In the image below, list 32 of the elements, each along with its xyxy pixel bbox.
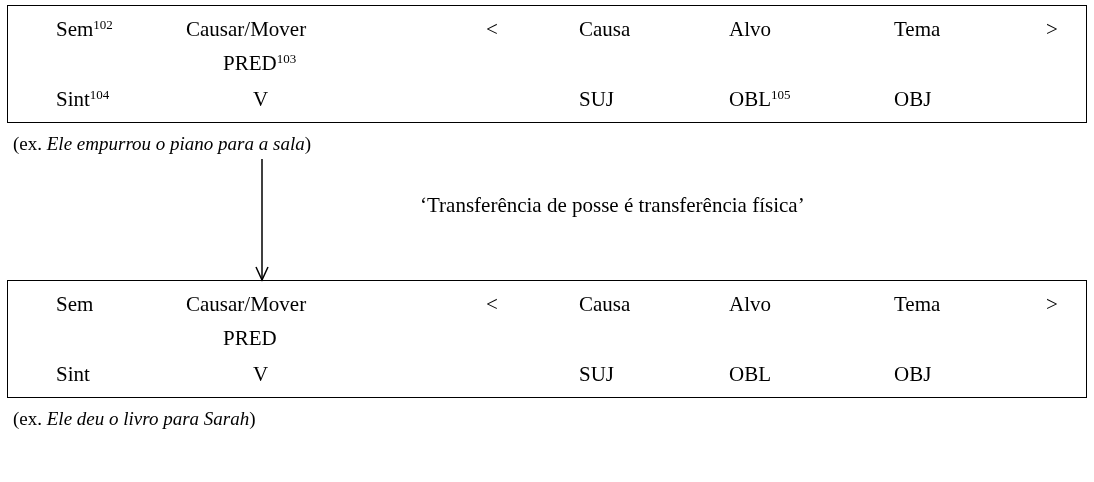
function-label: OBJ bbox=[894, 87, 932, 111]
example-caption: (ex. Ele empurrou o piano para a sala) bbox=[13, 133, 311, 155]
category-label: PRED bbox=[223, 326, 277, 350]
category-label: V bbox=[253, 87, 269, 111]
function-label: OBJ bbox=[894, 362, 932, 386]
role-label: Causa bbox=[579, 292, 631, 316]
role-label: Alvo bbox=[729, 17, 771, 41]
function-label: SUJ bbox=[579, 87, 615, 111]
function-label: SUJ bbox=[579, 362, 615, 386]
example-caption: (ex. Ele deu o livro para Sarah) bbox=[13, 408, 256, 430]
construction-box bbox=[7, 5, 1087, 123]
category-label: PRED$^{103}$ bbox=[223, 51, 297, 75]
function-label: OBL bbox=[729, 362, 771, 386]
bracket-mark: > bbox=[1046, 292, 1058, 316]
bracket-mark: > bbox=[1046, 17, 1058, 41]
level-label: Sint bbox=[56, 362, 90, 386]
function-label: OBL$^{105}$ bbox=[729, 87, 791, 111]
role-label: Alvo bbox=[729, 292, 771, 316]
predicate-label: Causar/Mover bbox=[186, 17, 307, 41]
level-label: Sem$^{102}$ bbox=[56, 17, 113, 41]
level-label: Sem bbox=[56, 292, 94, 316]
arrow bbox=[255, 158, 269, 281]
metaphor-note: ‘Transferência de posse é transferência física’ bbox=[420, 193, 805, 217]
predicate-label: Causar/Mover bbox=[186, 292, 307, 316]
role-label: Tema bbox=[894, 17, 941, 41]
role-label: Tema bbox=[894, 292, 941, 316]
bracket-mark: < bbox=[486, 292, 498, 316]
bracket-mark: < bbox=[486, 17, 498, 41]
construction-box bbox=[7, 280, 1087, 398]
category-label: V bbox=[253, 362, 269, 386]
level-label: Sint$^{104}$ bbox=[56, 87, 110, 111]
role-label: Causa bbox=[579, 17, 631, 41]
